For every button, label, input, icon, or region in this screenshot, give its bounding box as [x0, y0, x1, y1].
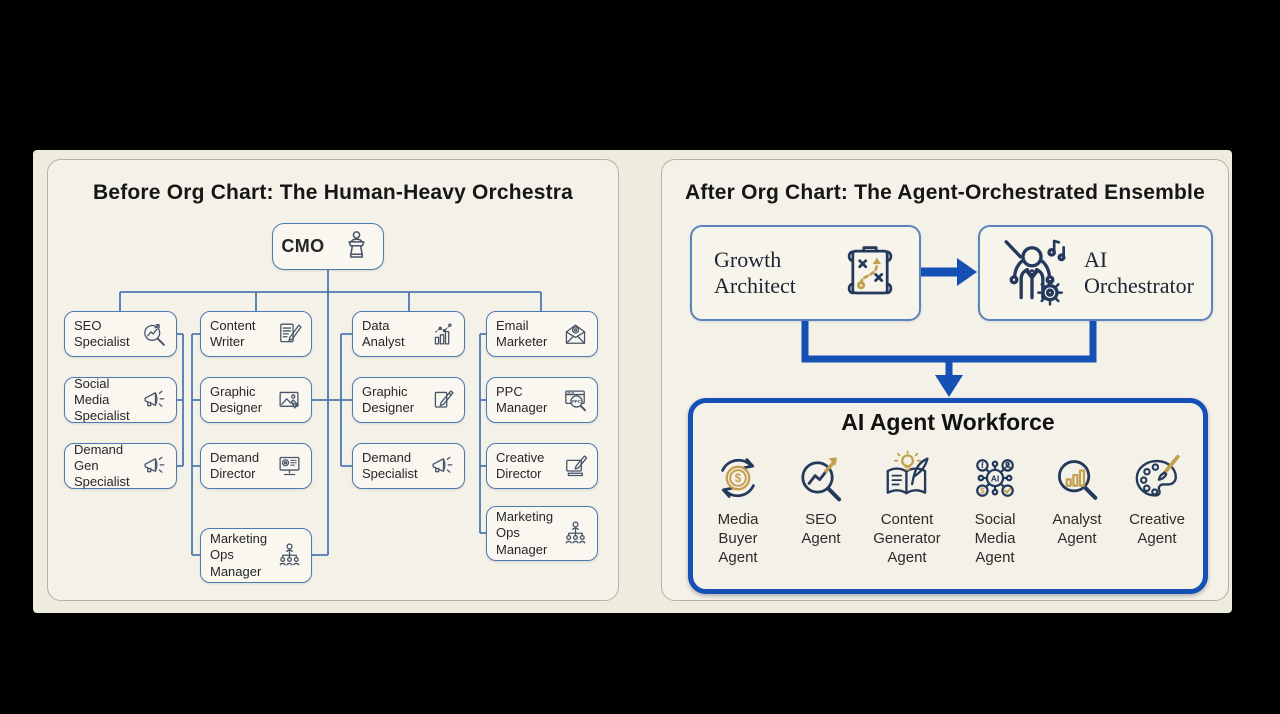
strategy-map-icon	[837, 238, 903, 309]
chart-magnifier-icon	[1049, 450, 1105, 506]
ai-network-icon: AI f $	[967, 450, 1023, 506]
org-node-cmo: CMO	[272, 223, 384, 270]
svg-text:PPC: PPC	[572, 398, 581, 403]
svg-text:f: f	[981, 461, 984, 470]
seo-growth-icon	[793, 450, 849, 506]
book-quill-icon	[879, 450, 935, 506]
workforce-title: AI Agent Workforce	[841, 409, 1055, 435]
after-title: After Org Chart: The Agent-Orchestrated …	[685, 181, 1205, 204]
tablet-pen-icon	[560, 451, 591, 482]
before-title: Before Org Chart: The Human-Heavy Orches…	[92, 181, 574, 204]
megaphone-icon	[139, 385, 170, 416]
svg-text:$: $	[735, 472, 742, 485]
org-tree-icon	[274, 540, 305, 571]
image-frame-icon	[274, 385, 305, 416]
palette-brush-icon	[1129, 450, 1185, 506]
monitor-at-icon	[274, 451, 305, 482]
megaphone-icon	[427, 451, 458, 482]
pencil-sheet-icon	[427, 385, 458, 416]
bar-chart-icon	[427, 319, 458, 350]
seo-magnifier-icon	[139, 319, 170, 350]
ad-spend-cycle-icon: $	[710, 450, 766, 506]
svg-text:AI: AI	[991, 473, 1000, 483]
megaphone-icon	[139, 451, 170, 482]
envelope-at-icon	[560, 319, 591, 350]
org-tree-icon	[560, 518, 591, 549]
svg-text:$: $	[980, 487, 985, 496]
org-node-label: CMO	[281, 236, 325, 257]
document-pen-icon	[274, 319, 305, 350]
conductor-icon	[992, 231, 1072, 316]
ppc-magnifier-icon: PPC	[560, 385, 591, 416]
ai-agent-workforce-box	[688, 398, 1208, 594]
podium-icon	[338, 228, 375, 265]
